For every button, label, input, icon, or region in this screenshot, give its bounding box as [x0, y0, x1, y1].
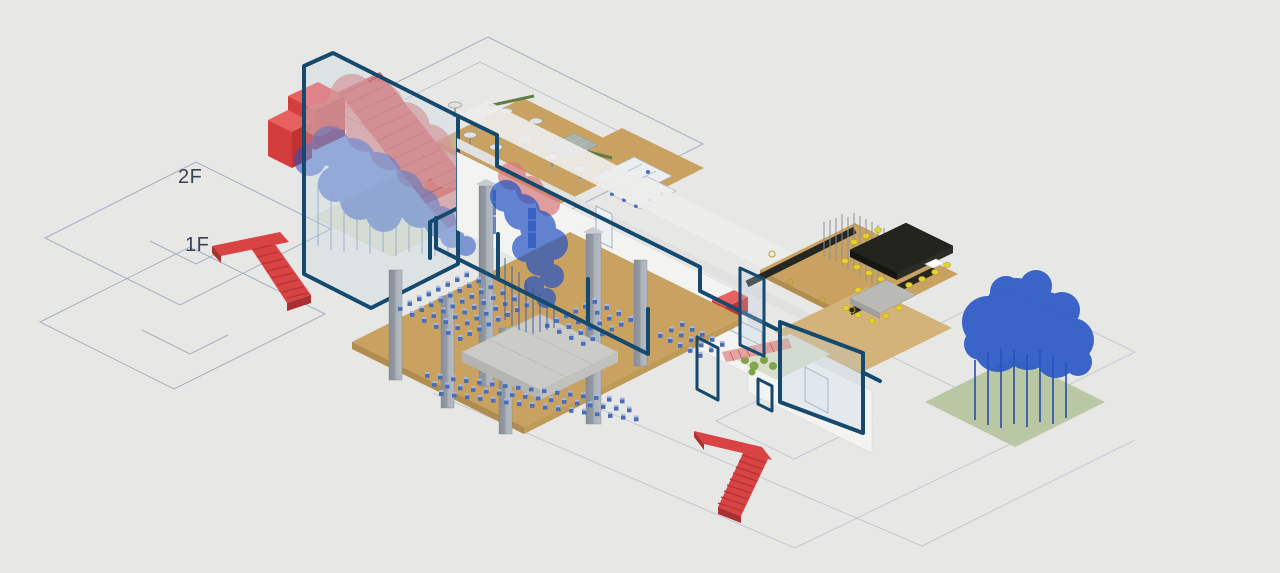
- courtyard: [925, 270, 1105, 447]
- atrium-glass-volume: [304, 53, 458, 308]
- stair-1f-bottom: [694, 431, 772, 523]
- center-tree-trunks: [504, 258, 555, 334]
- section-outline-door-frames: [434, 216, 650, 356]
- glass-pane-large: [780, 322, 863, 433]
- courtyard-trees: [962, 270, 1094, 378]
- glass-pane-small: [740, 268, 764, 356]
- floor-label-2f: 2F: [178, 166, 202, 188]
- glass-pane-large-frame: [778, 320, 865, 435]
- planter-bed: [737, 334, 830, 380]
- window-right: [804, 366, 829, 414]
- floor-label-1f: 1F: [185, 234, 209, 256]
- grass-patch: [925, 357, 1105, 447]
- conference-table: [849, 222, 954, 280]
- glass-pane-small-frame: [738, 266, 766, 358]
- meeting-table-small: [842, 279, 917, 324]
- floor-rings: [768, 250, 856, 314]
- section-outline-mullion: [756, 377, 774, 413]
- roof-fascia: [457, 138, 875, 356]
- counter-strip: [487, 94, 535, 108]
- meeting-wing: [722, 213, 958, 435]
- stair-1f-left: [212, 232, 311, 311]
- courtyard-tree-trunks: [974, 348, 1067, 428]
- white-box: [924, 258, 945, 269]
- floor-plate-1f-outline: [38, 246, 327, 390]
- auditorium: [352, 162, 742, 435]
- stage-platform: [461, 313, 619, 400]
- section-outline-door-right: [695, 335, 720, 402]
- center-atrium-tree: [490, 162, 568, 334]
